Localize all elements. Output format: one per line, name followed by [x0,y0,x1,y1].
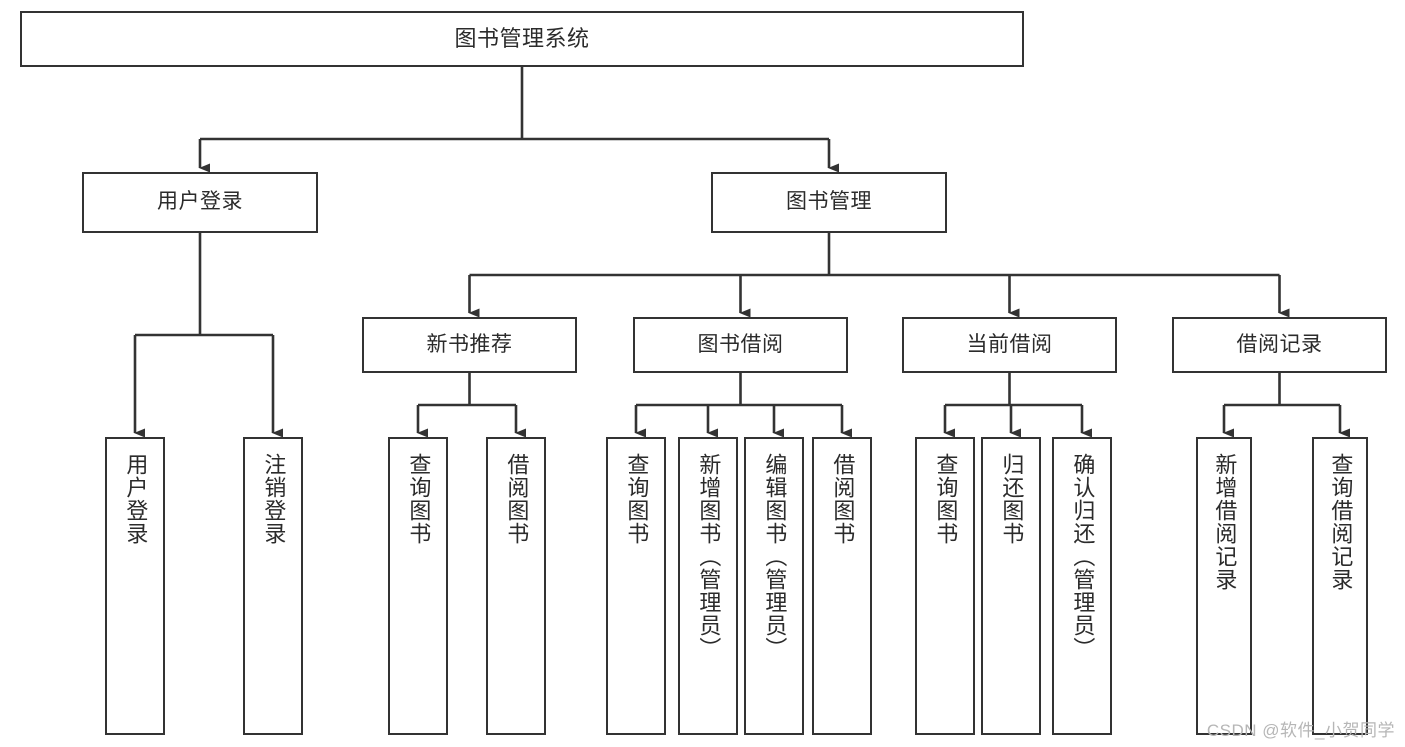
node-label: 借阅记录 [1236,332,1323,356]
node-label: 用户登录 [157,190,243,214]
node-leaf-return-book[interactable]: 归还图书 [981,437,1041,735]
node-label: 编辑图书（管理员） [762,453,788,660]
node-leaf-query-record[interactable]: 查询借阅记录 [1312,437,1368,735]
node-label: 借阅图书 [504,453,530,545]
node-label: 当前借阅 [966,332,1053,356]
node-label: 新增借阅记录 [1212,453,1238,591]
node-label: 新书推荐 [426,332,513,356]
node-leaf-edit-book[interactable]: 编辑图书（管理员） [744,437,804,735]
node-leaf-borrow-book-1[interactable]: 借阅图书 [486,437,546,735]
node-leaf-confirm-return[interactable]: 确认归还（管理员） [1052,437,1112,735]
node-leaf-borrow-book-2[interactable]: 借阅图书 [812,437,872,735]
node-borrow-record[interactable]: 借阅记录 [1172,317,1387,373]
node-leaf-add-book[interactable]: 新增图书（管理员） [678,437,738,735]
node-label: 确认归还（管理员） [1070,453,1096,660]
node-label: 查询图书 [933,453,959,545]
node-current-borrow[interactable]: 当前借阅 [902,317,1117,373]
node-book-manage[interactable]: 图书管理 [711,172,947,233]
node-label: 借阅图书 [830,453,856,545]
node-label: 归还图书 [999,453,1025,545]
node-leaf-query-book-2[interactable]: 查询图书 [606,437,666,735]
node-new-book-rec[interactable]: 新书推荐 [362,317,577,373]
node-label: 新增图书（管理员） [696,453,722,660]
node-root[interactable]: 图书管理系统 [20,11,1024,67]
node-leaf-user-login[interactable]: 用户登录 [105,437,165,735]
node-label: 图书借阅 [697,332,784,356]
node-leaf-add-record[interactable]: 新增借阅记录 [1196,437,1252,735]
node-label: 查询图书 [406,453,432,545]
node-book-borrow[interactable]: 图书借阅 [633,317,848,373]
node-leaf-user-logout[interactable]: 注销登录 [243,437,303,735]
node-leaf-query-book-3[interactable]: 查询图书 [915,437,975,735]
node-label: 图书管理系统 [454,26,590,52]
node-label: 查询图书 [624,453,650,545]
node-label: 图书管理 [786,190,872,214]
node-user-login[interactable]: 用户登录 [82,172,318,233]
node-leaf-query-book-1[interactable]: 查询图书 [388,437,448,735]
node-label: 用户登录 [123,453,149,545]
watermark-credit: CSDN @软件_小贺同学 [1206,721,1395,740]
node-label: 查询借阅记录 [1328,453,1354,591]
node-label: 注销登录 [261,453,287,545]
